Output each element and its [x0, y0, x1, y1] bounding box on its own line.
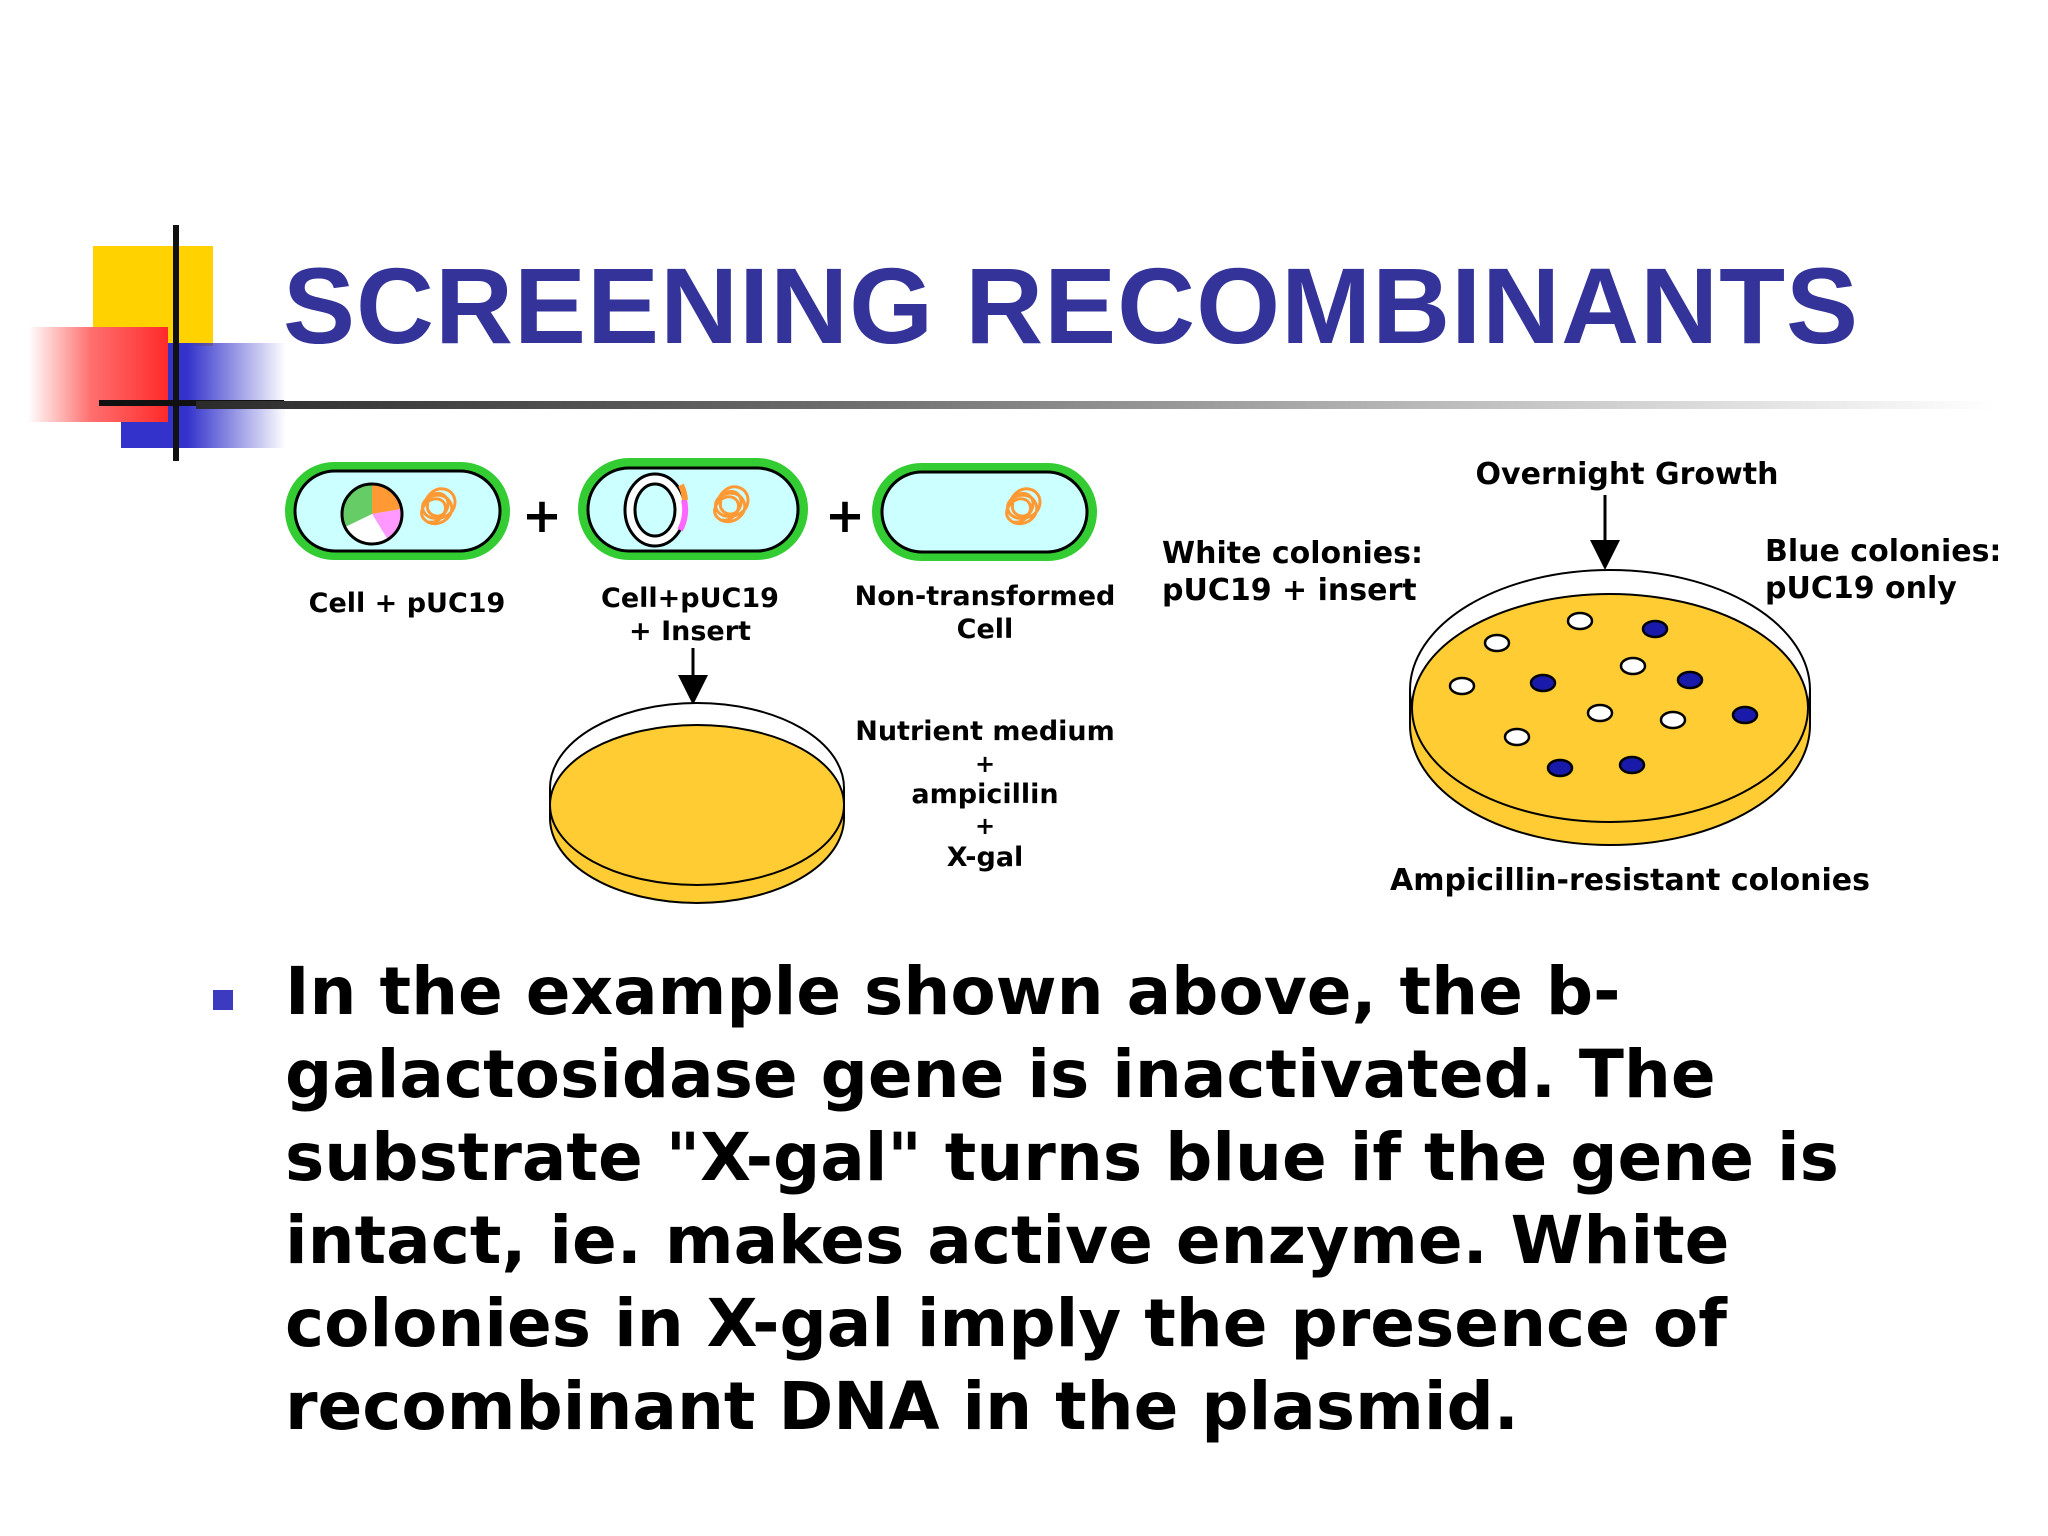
- white-colony: [1566, 611, 1594, 631]
- medium-plus2: +: [975, 812, 995, 840]
- cell-puc19: [285, 462, 510, 560]
- label-cell-puc19: Cell + pUC19: [309, 588, 506, 619]
- blue-colony: [1546, 758, 1574, 778]
- medium-line3: X-gal: [947, 842, 1024, 873]
- empty-petri-dish: [549, 702, 845, 904]
- recombinant-plasmid-icon: [623, 472, 689, 548]
- cell-puc19-insert: [578, 458, 808, 560]
- label-blue-colonies-line2: pUC19 only: [1765, 571, 1957, 606]
- dna-coil-icon: [420, 487, 457, 526]
- bullet-text: In the example shown above, the b-galact…: [285, 953, 1839, 1445]
- bullet-marker: [213, 990, 233, 1010]
- white-colony: [1448, 676, 1476, 696]
- cell-non-transformed: [872, 463, 1097, 561]
- blue-colony: [1641, 619, 1669, 639]
- plus-sign: +: [522, 488, 562, 544]
- decor-red-gradient: [28, 327, 168, 422]
- blue-colony: [1731, 705, 1759, 725]
- label-blue-colonies-line1: Blue colonies:: [1765, 534, 2001, 569]
- colonies: [1448, 611, 1759, 778]
- label-non-transformed-line2: Cell: [957, 614, 1014, 645]
- plus-sign: +: [825, 488, 865, 544]
- label-overnight-growth: Overnight Growth: [1476, 457, 1779, 492]
- page-title: SCREENING RECOMBINANTS: [283, 245, 1860, 366]
- blue-colony: [1618, 755, 1646, 775]
- medium-plus1: +: [975, 750, 995, 778]
- medium-line1: Nutrient medium: [855, 716, 1115, 747]
- white-colony: [1586, 703, 1614, 723]
- white-colony: [1619, 656, 1647, 676]
- label-ampicillin-resistant: Ampicillin-resistant colonies: [1390, 863, 1870, 898]
- label-cell-insert-line2: + Insert: [629, 616, 751, 647]
- white-colony: [1503, 727, 1531, 747]
- label-cell-insert-line1: Cell+pUC19: [601, 583, 779, 614]
- dna-coil-icon: [713, 485, 750, 524]
- label-non-transformed-line1: Non-transformed: [855, 581, 1116, 612]
- title-underline: [196, 401, 1996, 409]
- white-colony: [1483, 633, 1511, 653]
- plasmid-puc19-icon: [340, 482, 404, 546]
- label-white-colonies-line2: pUC19 + insert: [1162, 573, 1417, 608]
- white-colony: [1659, 710, 1687, 730]
- blue-colony: [1676, 670, 1704, 690]
- blue-colony: [1529, 673, 1557, 693]
- label-white-colonies-line1: White colonies:: [1162, 536, 1423, 571]
- decor-horizontal-line: [99, 400, 284, 406]
- decor-vertical-line: [173, 225, 179, 461]
- dna-coil-icon: [1005, 487, 1042, 526]
- medium-line2: ampicillin: [911, 779, 1058, 810]
